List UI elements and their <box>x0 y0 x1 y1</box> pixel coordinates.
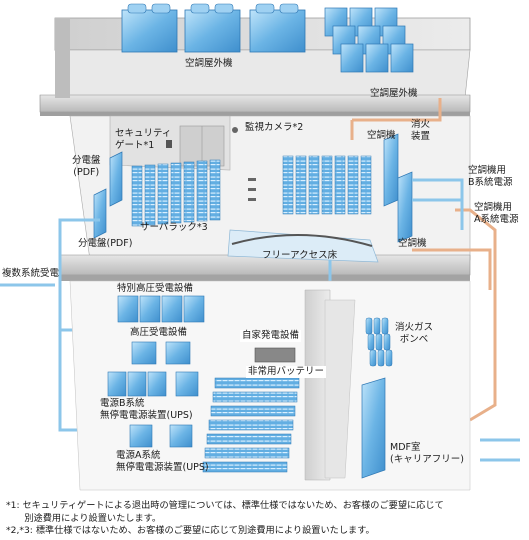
building-illustration <box>0 3 520 491</box>
fire-gas-cylinders <box>365 317 393 367</box>
ups-a-label: 電源A系統 無停電電源装置(UPS) <box>116 450 209 473</box>
special-hv-equipment <box>117 295 205 323</box>
camera-label: 監視カメラ*2 <box>245 122 304 133</box>
rooftop-ac-unit <box>249 3 306 53</box>
ups-b-label: 電源B系統 無停電電源装置(UPS) <box>100 398 193 421</box>
emergency-battery-label: 非常用バッテリー <box>246 366 327 378</box>
pdf-label-upper: 分電盤 (PDF) <box>72 155 101 178</box>
free-access-floor-label: フリーアクセス床 <box>262 250 338 261</box>
footnotes: *1: セキュリティゲートによる退出時の管理については、標準仕様ではないため、お… <box>6 500 526 538</box>
footnote: 別途費用により設置いたします。 <box>6 512 162 524</box>
mdf-room-label: MDF室 (キャリアフリー) <box>390 442 464 465</box>
ups-a-equipment <box>129 424 193 448</box>
rooftop-ac-unit <box>121 3 178 53</box>
pdf-panels <box>93 151 123 239</box>
multi-system-receiving-label: 複数系統受電 <box>2 268 60 279</box>
rooftop-ac-cluster <box>324 7 414 73</box>
server-room-ac-units <box>383 133 413 243</box>
fire-suppression-piping <box>350 98 497 422</box>
server-room-level <box>59 115 471 281</box>
rooftop-ac-label: 空調屋外機 <box>370 88 418 99</box>
server-racks <box>131 155 372 227</box>
footnote: *1: セキュリティゲートによる退出時の管理については、標準仕様ではないため、お… <box>6 500 444 511</box>
camera-icon <box>232 127 238 133</box>
security-gate-label: セキュリティ ゲート*1 <box>115 128 172 151</box>
ac-unit-label-upper: 空調機 <box>367 130 396 141</box>
underfloor-duct <box>231 234 373 247</box>
private-generator-label: 自家発電設備 <box>240 330 302 342</box>
data-center-cutaway-diagram: 空調屋外機 空調屋外機 セキュリティ ゲート*1 監視カメラ*2 消火 装置 空… <box>0 3 520 491</box>
ac-power-a-label: 空調機用 A系統電源 <box>474 202 519 225</box>
fire-gas-cylinder-label: 消火ガス ボンベ <box>395 322 434 345</box>
rooftop-ac-unit <box>184 3 241 53</box>
hv-equipment <box>131 341 191 365</box>
rooftop-ac-label: 空調屋外機 <box>185 58 233 69</box>
mdf-room-equipment <box>361 377 386 479</box>
hv-label: 高圧受電設備 <box>130 327 188 338</box>
private-generator <box>254 347 296 363</box>
pdf-label-lower: 分電盤(PDF) <box>78 238 133 249</box>
ups-b-equipment <box>107 371 199 397</box>
footnote: *2,*3: 標準仕様ではないため、お客様のご要望に応じて別途費用により設置いた… <box>6 525 375 536</box>
emergency-battery-racks <box>202 377 300 473</box>
ac-power-b-label: 空調機用 B系統電源 <box>468 165 513 188</box>
special-hv-label: 特別高圧受電設備 <box>117 283 194 294</box>
fire-extinguisher-label: 消火 装置 <box>411 119 431 142</box>
server-rack-label: サーバラック*3 <box>140 222 208 233</box>
ac-unit-label-lower: 空調機 <box>398 238 427 249</box>
rooftop-ac-units <box>121 3 414 73</box>
